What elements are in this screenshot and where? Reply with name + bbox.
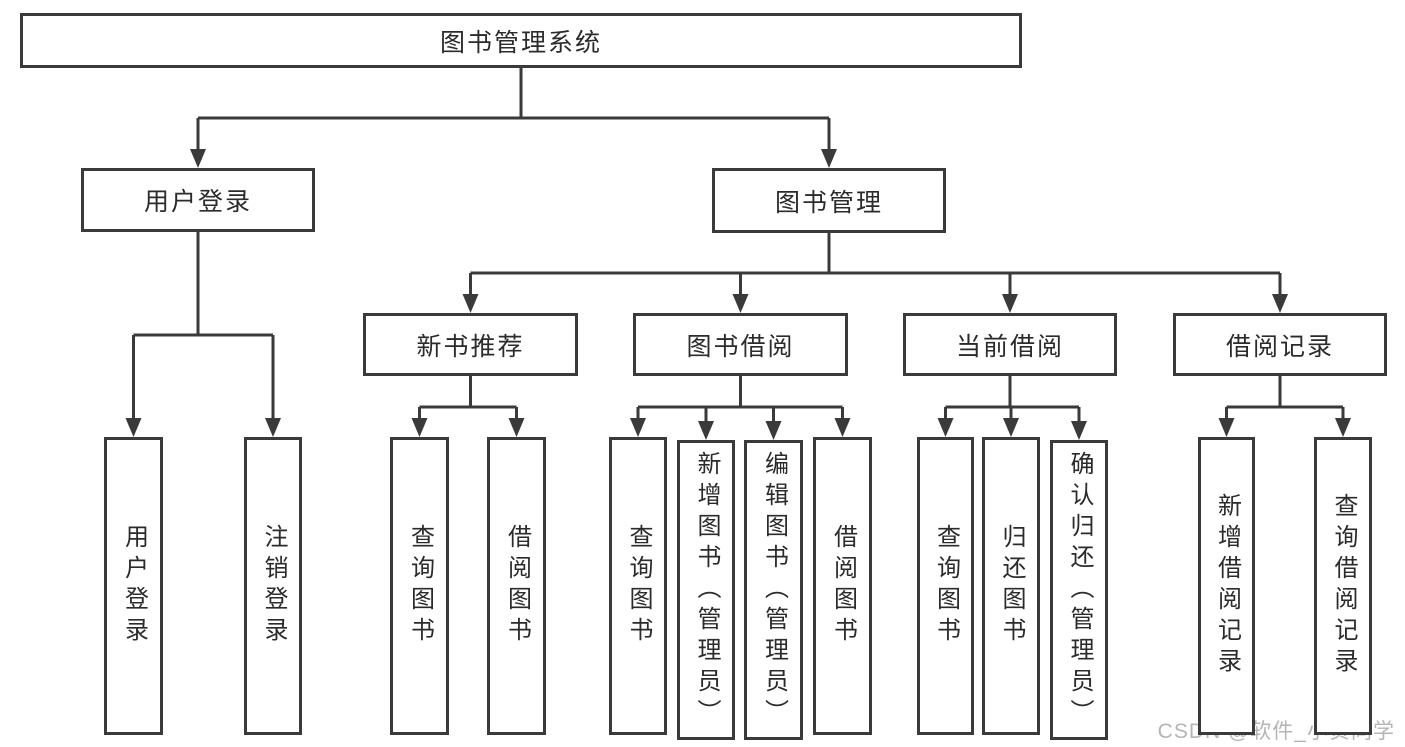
arrowhead	[765, 421, 782, 440]
node-bb-edit-books: 编辑图书（管理员）	[744, 440, 803, 740]
edge-book-borrow	[636, 376, 844, 427]
arrowhead	[1335, 418, 1351, 437]
edge-new-book-rec	[418, 376, 518, 424]
node-label: 查询图书	[932, 524, 960, 648]
edge-current-borrow	[944, 376, 1081, 427]
arrowhead	[834, 418, 851, 437]
edge-root	[196, 68, 831, 155]
node-label: 编辑图书（管理员）	[760, 450, 788, 730]
node-label: 用户登录	[143, 188, 252, 216]
node-cb-return-books: 归还图书	[982, 437, 1040, 735]
node-bb-query-books: 查询图书	[609, 437, 667, 735]
node-new-book-rec: 新书推荐	[363, 313, 578, 376]
node-label: 图书管理	[774, 188, 883, 217]
node-label: 新书推荐	[416, 332, 525, 361]
arrowhead	[1218, 418, 1235, 437]
arrowhead	[411, 418, 428, 437]
node-label: 查询图书	[406, 524, 434, 648]
node-label: 查询借阅记录	[1330, 493, 1357, 679]
node-book-mgmt: 图书管理	[712, 168, 946, 233]
node-rec-query-books: 查询图书	[390, 437, 449, 735]
node-bb-add-books: 新增图书（管理员）	[677, 440, 735, 740]
node-br-query-record: 查询借阅记录	[1314, 437, 1372, 735]
arrowhead	[508, 418, 525, 437]
arrowhead	[1003, 418, 1019, 437]
arrowhead	[1272, 294, 1288, 313]
node-label: 借阅记录	[1225, 332, 1334, 361]
edge-book-mgmt	[469, 233, 1282, 300]
node-br-add-record: 新增借阅记录	[1198, 437, 1255, 735]
node-rec-borrow-books: 借阅图书	[487, 437, 546, 735]
node-current-borrow: 当前借阅	[903, 313, 1117, 376]
node-borrow-records: 借阅记录	[1173, 313, 1387, 376]
arrowhead	[190, 149, 206, 168]
node-label: 借阅图书	[503, 524, 531, 648]
node-bb-borrow-books: 借阅图书	[813, 437, 872, 735]
arrowhead	[732, 294, 749, 313]
edge-borrow-records	[1225, 376, 1345, 424]
arrowhead	[630, 418, 646, 437]
node-label: 注销登录	[260, 524, 287, 648]
arrowhead	[821, 149, 837, 168]
node-cb-confirm-return: 确认归还（管理员）	[1050, 440, 1108, 740]
edge-user-login	[132, 232, 275, 424]
arrowhead	[1002, 294, 1018, 313]
node-label: 新增图书（管理员）	[693, 450, 720, 730]
node-label: 新增借阅记录	[1213, 493, 1241, 679]
node-root: 图书管理系统	[20, 13, 1022, 68]
arrowhead	[1071, 421, 1087, 440]
node-cb-query-books: 查询图书	[917, 437, 974, 735]
node-label: 用户登录	[120, 524, 148, 648]
arrowhead	[937, 418, 954, 437]
node-label: 当前借阅	[955, 332, 1064, 361]
node-leaf-user-login: 用户登录	[104, 437, 163, 735]
arrowhead	[125, 418, 142, 437]
node-label: 借阅图书	[829, 524, 857, 648]
node-label: 查询图书	[625, 524, 652, 648]
node-label: 确认归还（管理员）	[1066, 450, 1093, 730]
arrowhead	[462, 294, 479, 313]
arrowhead	[265, 418, 281, 437]
node-book-borrow: 图书借阅	[633, 313, 848, 376]
node-user-login: 用户登录	[81, 168, 315, 232]
node-label: 图书借阅	[686, 332, 795, 361]
node-leaf-logout: 注销登录	[244, 437, 302, 735]
arrowhead	[698, 421, 714, 440]
node-label: 图书管理系统	[439, 28, 602, 57]
node-label: 归还图书	[998, 524, 1025, 648]
